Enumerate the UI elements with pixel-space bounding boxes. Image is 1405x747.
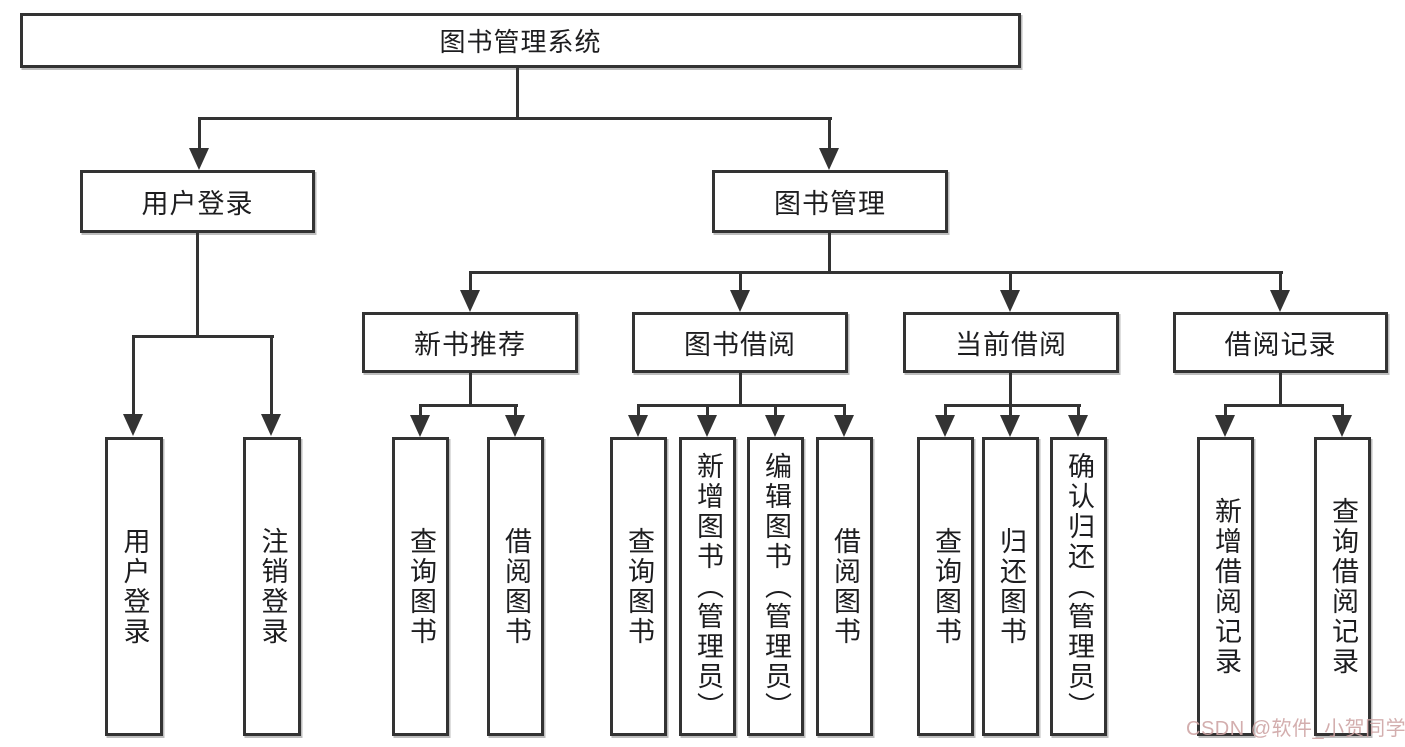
arrow-down-icon bbox=[1000, 290, 1020, 312]
arrow-down-icon bbox=[410, 415, 430, 437]
connector-line bbox=[828, 117, 831, 149]
node-label: 借阅图书 bbox=[830, 526, 861, 647]
node-label: 图书借阅 bbox=[684, 330, 796, 360]
node-label: 查询图书 bbox=[624, 526, 655, 647]
connector-line bbox=[637, 404, 846, 407]
connector-line bbox=[828, 233, 831, 274]
node-label: 借阅记录 bbox=[1224, 330, 1337, 360]
connector-line bbox=[1009, 271, 1012, 292]
connector-line bbox=[469, 373, 472, 406]
connector-line bbox=[196, 233, 199, 338]
node-label: 当前借阅 bbox=[955, 330, 1067, 360]
node-label: 注销登录 bbox=[257, 526, 288, 647]
leaf-query-books-current: 查询图书 bbox=[917, 437, 974, 736]
node-label: 查询图书 bbox=[931, 526, 962, 647]
node-label: 图书管理系统 bbox=[439, 27, 602, 57]
node-label: 用户登录 bbox=[119, 526, 150, 647]
arrow-down-icon bbox=[697, 415, 717, 437]
connector-line bbox=[419, 404, 518, 407]
node-label: 查询借阅记录 bbox=[1328, 496, 1359, 677]
node-label: 借阅图书 bbox=[501, 526, 532, 647]
arrow-down-icon bbox=[1000, 415, 1020, 437]
connector-line bbox=[637, 404, 640, 417]
arrow-down-icon bbox=[1270, 290, 1290, 312]
node-label: 归还图书 bbox=[996, 526, 1027, 647]
connector-line bbox=[198, 117, 201, 149]
connector-line bbox=[132, 335, 274, 338]
connector-line bbox=[1009, 373, 1012, 406]
arrow-down-icon bbox=[765, 415, 785, 437]
leaf-query-books-borrow: 查询图书 bbox=[610, 437, 667, 736]
arrow-down-icon bbox=[730, 290, 750, 312]
node-library-system: 图书管理系统 bbox=[20, 13, 1021, 68]
arrow-down-icon bbox=[1332, 415, 1352, 437]
connector-line bbox=[1341, 404, 1344, 417]
watermark: CSDN @软件_小贺同学 bbox=[1186, 718, 1405, 740]
arrow-down-icon bbox=[628, 415, 648, 437]
leaf-borrow-books-recommend: 借阅图书 bbox=[487, 437, 544, 736]
node-book-management: 图书管理 bbox=[712, 170, 948, 233]
connector-line bbox=[706, 404, 709, 417]
connector-line bbox=[1077, 404, 1080, 417]
connector-line bbox=[1009, 404, 1012, 417]
leaf-add-borrow-record: 新增借阅记录 bbox=[1197, 437, 1254, 736]
connector-line bbox=[419, 404, 422, 417]
node-new-book-recommend: 新书推荐 bbox=[362, 312, 578, 373]
connector-line bbox=[843, 404, 846, 417]
node-borrow-records: 借阅记录 bbox=[1173, 312, 1388, 373]
leaf-query-borrow-record: 查询借阅记录 bbox=[1314, 437, 1371, 736]
node-label: 新书推荐 bbox=[414, 330, 526, 360]
node-user-login: 用户登录 bbox=[80, 170, 315, 233]
connector-line bbox=[739, 373, 742, 406]
leaf-user-login: 用户登录 bbox=[105, 437, 163, 736]
leaf-return-book: 归还图书 bbox=[982, 437, 1039, 736]
connector-line bbox=[1224, 404, 1227, 417]
arrow-down-icon bbox=[1215, 415, 1235, 437]
arrow-down-icon bbox=[505, 415, 525, 437]
arrow-down-icon bbox=[261, 414, 281, 436]
connector-line bbox=[516, 68, 519, 118]
connector-line bbox=[198, 117, 832, 120]
leaf-add-book-admin: 新增图书（管理员） bbox=[679, 437, 736, 736]
node-label: 确认归还（管理员） bbox=[1064, 451, 1095, 722]
connector-line bbox=[469, 271, 1283, 274]
arrow-down-icon bbox=[123, 414, 143, 436]
leaf-borrow-books: 借阅图书 bbox=[816, 437, 873, 736]
node-label: 编辑图书（管理员） bbox=[761, 451, 792, 722]
connector-line bbox=[469, 271, 472, 292]
leaf-confirm-return-admin: 确认归还（管理员） bbox=[1050, 437, 1107, 736]
arrow-down-icon bbox=[834, 415, 854, 437]
connector-line bbox=[514, 404, 517, 417]
leaf-logout: 注销登录 bbox=[243, 437, 301, 736]
arrow-down-icon bbox=[189, 148, 209, 170]
connector-line bbox=[944, 404, 1081, 407]
connector-line bbox=[774, 404, 777, 417]
node-current-borrow: 当前借阅 bbox=[903, 312, 1119, 373]
arrow-down-icon bbox=[460, 290, 480, 312]
connector-line bbox=[270, 335, 273, 416]
connector-line bbox=[1279, 271, 1282, 292]
leaf-query-books-recommend: 查询图书 bbox=[392, 437, 449, 736]
connector-line bbox=[132, 335, 135, 416]
connector-line bbox=[739, 271, 742, 292]
arrow-down-icon bbox=[819, 148, 839, 170]
arrow-down-icon bbox=[935, 415, 955, 437]
connector-line bbox=[944, 404, 947, 417]
connector-line bbox=[1279, 373, 1282, 406]
node-label: 用户登录 bbox=[141, 189, 254, 219]
node-book-borrow: 图书借阅 bbox=[632, 312, 848, 373]
leaf-edit-book-admin: 编辑图书（管理员） bbox=[747, 437, 804, 736]
node-label: 新增图书（管理员） bbox=[693, 451, 724, 722]
connector-line bbox=[1224, 404, 1344, 407]
node-label: 图书管理 bbox=[774, 189, 886, 219]
node-label: 新增借阅记录 bbox=[1211, 496, 1242, 677]
node-label: 查询图书 bbox=[406, 526, 437, 647]
arrow-down-icon bbox=[1068, 415, 1088, 437]
